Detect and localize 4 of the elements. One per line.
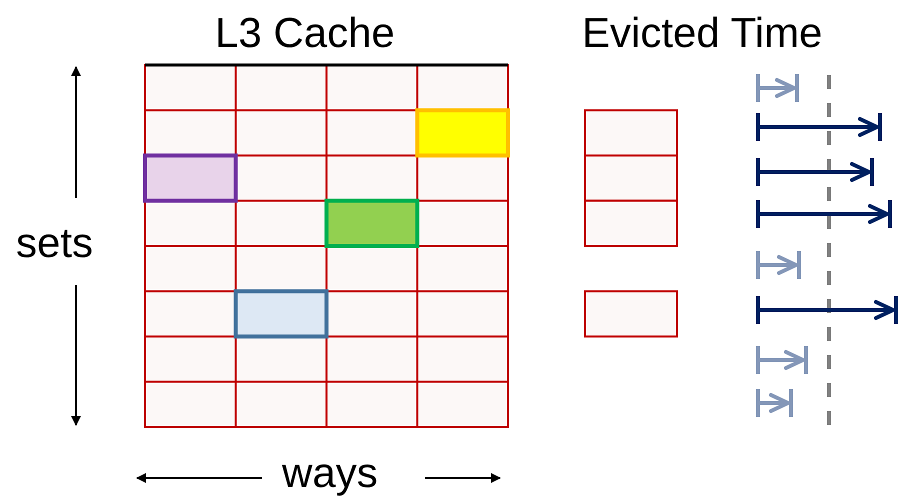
title: L3 Cache xyxy=(215,12,395,54)
axis-label: ways xyxy=(282,452,378,494)
heading: Evicted Time xyxy=(582,12,822,54)
axis-label: sets xyxy=(16,222,94,264)
